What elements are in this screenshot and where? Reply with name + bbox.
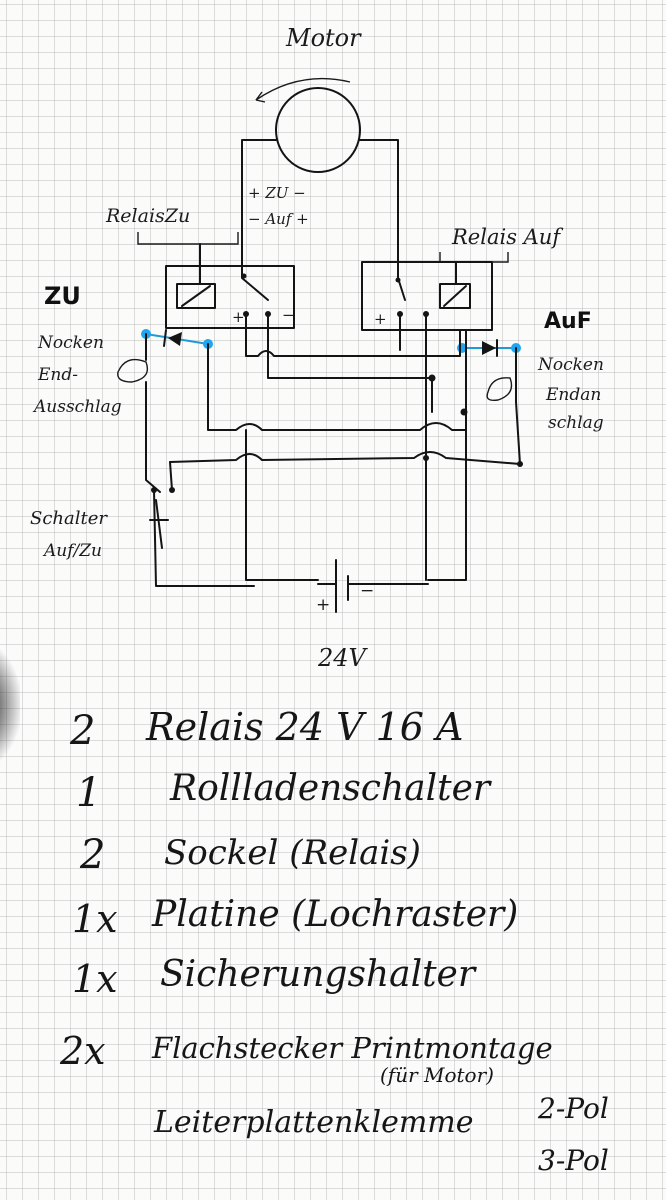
- switch-label-2: Auf/Zu: [42, 541, 102, 561]
- right-cam-label-2: Endan: [545, 385, 601, 405]
- parts-qty-2: 1: [76, 770, 101, 816]
- relay-auf: Relais Auf +: [361, 225, 563, 331]
- relay-auf-label: Relais Auf: [451, 225, 563, 249]
- battery: + − 24V: [316, 559, 429, 672]
- auf-heading: AuF: [544, 309, 592, 334]
- battery-plus: +: [316, 595, 330, 615]
- parts-qty-3: 2: [79, 832, 105, 878]
- parts-item-2: Rollladenschalter: [169, 768, 492, 809]
- relay-auf-contact-plus: +: [374, 310, 387, 328]
- switch-label-1: Schalter: [30, 508, 108, 529]
- parts-item-1: Relais 24 V 16 A: [145, 705, 463, 749]
- right-cam-label-3: schlag: [548, 413, 604, 433]
- parts-list: 2 Relais 24 V 16 A 1 Rollladenschalter 2…: [59, 705, 609, 1177]
- battery-minus: −: [360, 581, 374, 601]
- motor: Motor: [255, 24, 362, 173]
- motor-polarity-bottom: − Auf +: [248, 210, 309, 228]
- auf-limit-switch: AuF Nocken Endan schlag: [457, 309, 604, 465]
- relay-zu-label: RelaisZu: [105, 205, 190, 227]
- wiring: [151, 313, 523, 587]
- left-cam-label-2: End-: [37, 365, 78, 385]
- relay-zu-contact-minus: −: [282, 306, 295, 324]
- parts-item-6: Flachstecker Printmontage: [151, 1031, 553, 1065]
- motor-polarity-top: + ZU −: [248, 184, 306, 202]
- motor-wires: + ZU − − Auf +: [241, 139, 406, 301]
- parts-item-7-variant-b: 3-Pol: [538, 1144, 609, 1177]
- parts-item-4: Platine (Lochraster): [151, 894, 518, 935]
- parts-item-6-note: (für Motor): [380, 1063, 494, 1087]
- battery-voltage: 24V: [317, 644, 369, 672]
- zu-heading: ZU: [44, 282, 81, 310]
- parts-item-7-variant-a: 2-Pol: [537, 1092, 609, 1125]
- parts-qty-6: 2x: [59, 1029, 106, 1073]
- rocker-switch: Schalter Auf/Zu: [30, 499, 169, 561]
- left-cam-label-3: Ausschlag: [32, 397, 122, 417]
- motor-label: Motor: [285, 24, 362, 52]
- parts-qty-5: 1x: [72, 957, 118, 1001]
- left-cam-label-1: Nocken: [37, 333, 104, 353]
- parts-qty-1: 2: [69, 708, 95, 754]
- parts-item-3: Sockel (Relais): [164, 833, 421, 873]
- parts-item-5: Sicherungshalter: [160, 954, 477, 995]
- zu-limit-switch: ZU Nocken End- Ausschlag: [32, 282, 213, 493]
- parts-item-7: Leiterplattenklemme: [153, 1105, 473, 1140]
- parts-qty-4: 1x: [72, 897, 118, 941]
- right-cam-label-1: Nocken: [537, 355, 604, 375]
- relay-zu-contact-plus: +: [232, 308, 245, 326]
